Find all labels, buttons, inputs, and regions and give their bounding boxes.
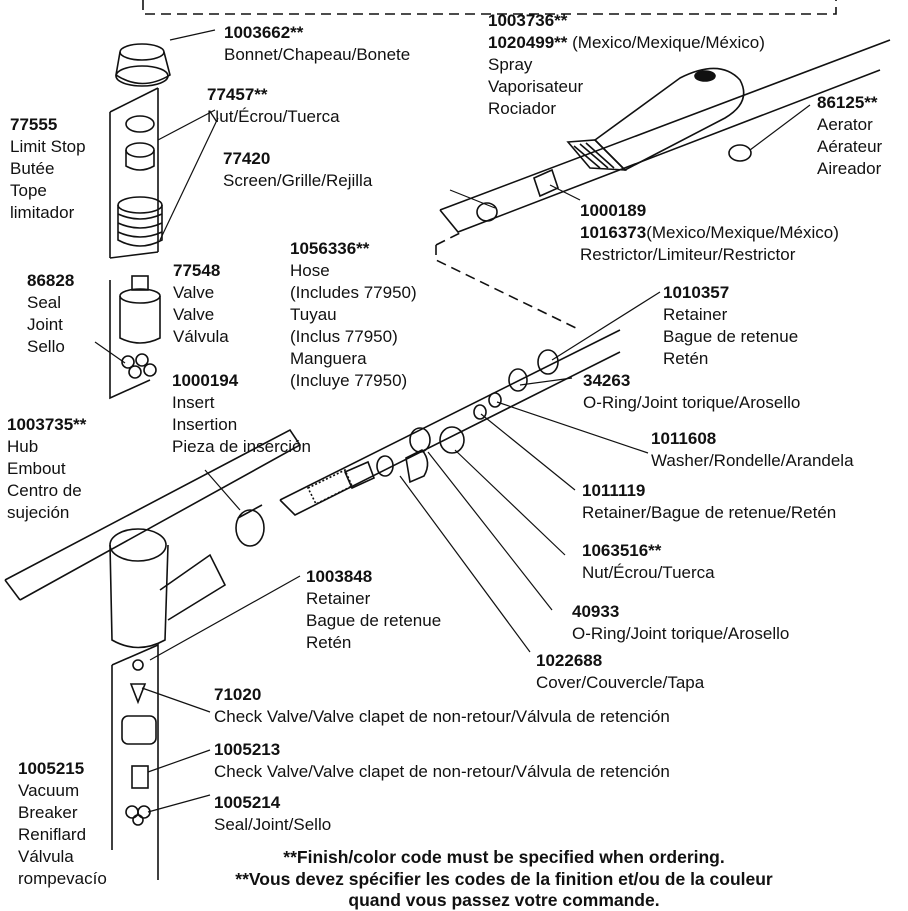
bonnet-part — [115, 43, 171, 87]
label-oring-40933: 40933 O-Ring/Joint torique/Arosello — [572, 602, 790, 643]
label-spray: 1003736** 1020499** (Mexico/Mexique/Méxi… — [488, 11, 765, 118]
label-hose: 1056336** Hose (Includes 77950) Tuyau (I… — [290, 239, 417, 390]
screen-part — [476, 202, 498, 222]
label-check-1005213: 1005213 Check Valve/Valve clapet de non-… — [214, 740, 670, 781]
seal-1005214-part — [125, 805, 151, 826]
dashed-frame-top — [142, 0, 837, 15]
hose-parts — [306, 349, 559, 506]
check-valve-1005213-part — [131, 765, 149, 789]
panel-left-top — [109, 87, 159, 113]
seals-part — [121, 353, 157, 379]
retainer-small-part — [132, 659, 144, 671]
label-bonnet: 1003662** Bonnet/Chapeau/Bonete — [224, 23, 411, 64]
label-limit-stop: 77555 Limit Stop Butée Tope limitador — [10, 115, 86, 222]
label-seal-86828: 86828 Seal Joint Sello — [27, 271, 75, 356]
label-valve-77548: 77548 Valve Valve Válvula — [173, 261, 229, 346]
label-nut-1063516: 1063516** Nut/Écrou/Tuerca — [582, 541, 715, 582]
threaded-nut-part — [117, 196, 163, 247]
label-nut-77457: 77457** Nut/Écrou/Tuerca — [207, 85, 340, 126]
label-hub: 1003735** Hub Embout Centro de sujeción — [7, 415, 87, 522]
label-restrictor: 1000189 1016373(Mexico/Mexique/México) R… — [580, 201, 839, 264]
limit-stop-part — [125, 115, 155, 133]
label-retainer-1010357: 1010357 Retainer Bague de retenue Retén — [663, 283, 799, 368]
label-check-71020: 71020 Check Valve/Valve clapet de non-re… — [214, 685, 670, 726]
label-aerator: 86125** Aerator Aérateur Aireador — [817, 93, 883, 178]
footnote-fr: **Vous devez spécifier les codes de la f… — [235, 869, 773, 889]
label-oring-34263: 34263 O-Ring/Joint torique/Arosello — [583, 371, 801, 412]
spray-head-part — [566, 67, 745, 171]
label-cover: 1022688 Cover/Couvercle/Tapa — [536, 651, 705, 692]
label-washer: 1011608 Washer/Rondelle/Arandela — [651, 429, 854, 470]
valve-cartridge-part — [119, 275, 161, 344]
check-valve-71020-part — [129, 683, 147, 705]
nut-ring-part — [125, 142, 155, 171]
dashed-hose-path — [435, 231, 581, 331]
footnote-fr-2: quand vous passez votre commande. — [348, 890, 660, 910]
label-screen: 77420 Screen/Grille/Rejilla — [223, 149, 373, 190]
hub-part — [109, 528, 227, 649]
label-vacuum-breaker: 1005215 Vacuum Breaker Reniflard Válvula… — [18, 759, 107, 888]
label-retainer-1003848: 1003848 Retainer Bague de retenue Retén — [306, 567, 442, 652]
panel-spray — [439, 39, 891, 233]
label-insert: 1000194 Insert Insertion Pieza de inserc… — [172, 371, 311, 456]
label-retainer-1011119: 1011119 Retainer/Bague de retenue/Retén — [582, 481, 837, 522]
footnote-en: **Finish/color code must be specified wh… — [283, 847, 725, 867]
aerator-part — [728, 144, 752, 162]
leader-lines — [94, 29, 811, 813]
panel-left-side — [109, 112, 151, 400]
label-seal-1005214: 1005214 Seal/Joint/Sello — [214, 793, 332, 834]
insert-part — [235, 504, 265, 547]
panel-hub — [4, 428, 302, 601]
vacuum-breaker-part — [121, 715, 157, 745]
restrictor-part — [533, 168, 559, 198]
panel-lower — [111, 643, 159, 880]
